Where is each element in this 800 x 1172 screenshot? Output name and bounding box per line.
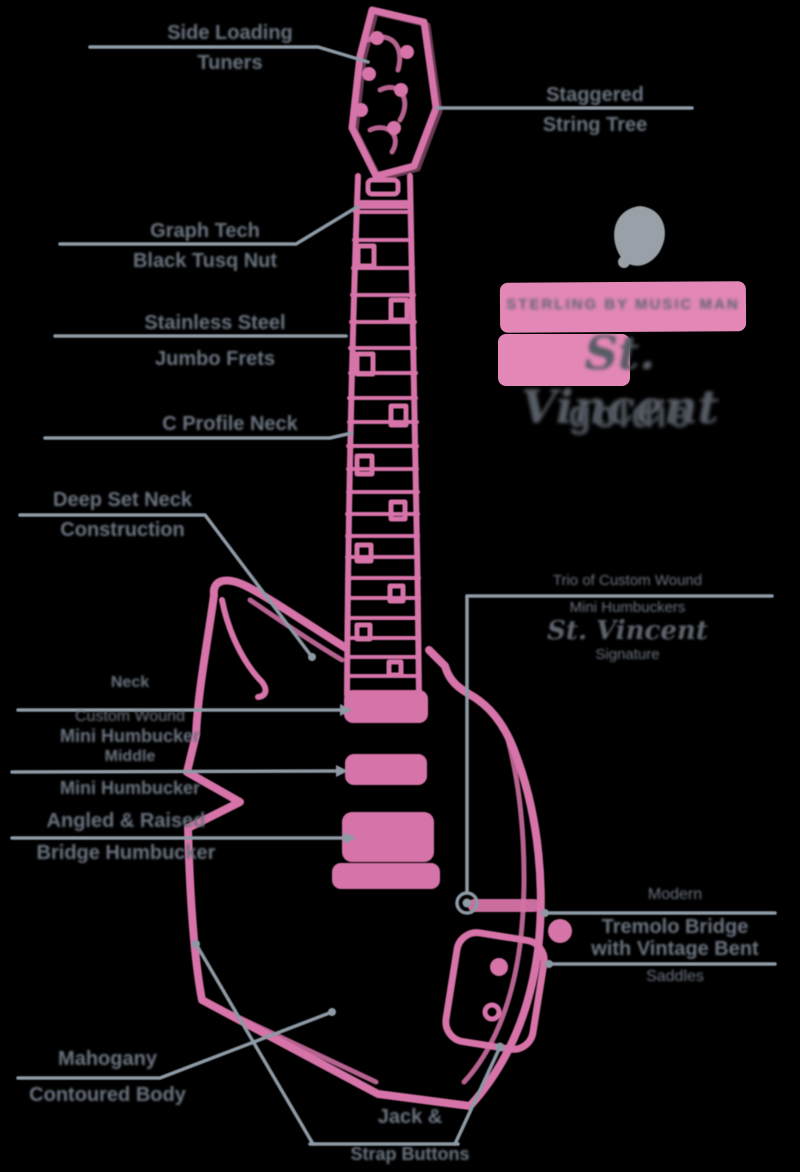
bridge-label: Modern Tremolo Bridge with Vintage Bent … [591,886,759,985]
neck-pickup-label: Neck Custom Wound Mini Humbucker [59,674,201,746]
nut-label: Graph Tech Black Tusq Nut [132,220,278,272]
string-tree-label: Staggered String Tree [542,84,648,136]
control-cover [442,929,548,1053]
neck-profile-label: C Profile Neck [162,413,298,435]
middle-pickup-label: Middle Mini Humbucker [59,748,201,798]
frets [345,210,421,678]
fretboard-inlays [354,243,410,678]
frets-label: Stainless Steel Jumbo Frets [144,312,286,370]
jack-label: Jack & Strap Buttons [350,1106,470,1164]
tuners-label: Side Loading Tuners [167,22,293,74]
logo-script: St. Vincent [521,326,719,434]
logo-highlight-band-2 [498,334,630,386]
pickup-trio-label: Trio of Custom Wound Mini Humbuckers St.… [547,572,708,663]
bridge-pickup-label: Angled & Raised Bridge Humbucker [36,810,216,864]
guitar-outline [183,6,572,1110]
tuner-posts [354,31,414,135]
body-label: Mahogany Contoured Body [29,1048,186,1106]
pickups [332,690,572,976]
leaf-mark-icon [614,206,665,268]
logo-wordmark: goldie [568,394,692,436]
neck-joint-label: Deep Set Neck Construction [53,489,192,541]
pointer-lines [10,45,777,1146]
logo-band-caps: STERLING BY MUSIC MAN [506,296,740,313]
pointer-ends [192,653,553,1052]
